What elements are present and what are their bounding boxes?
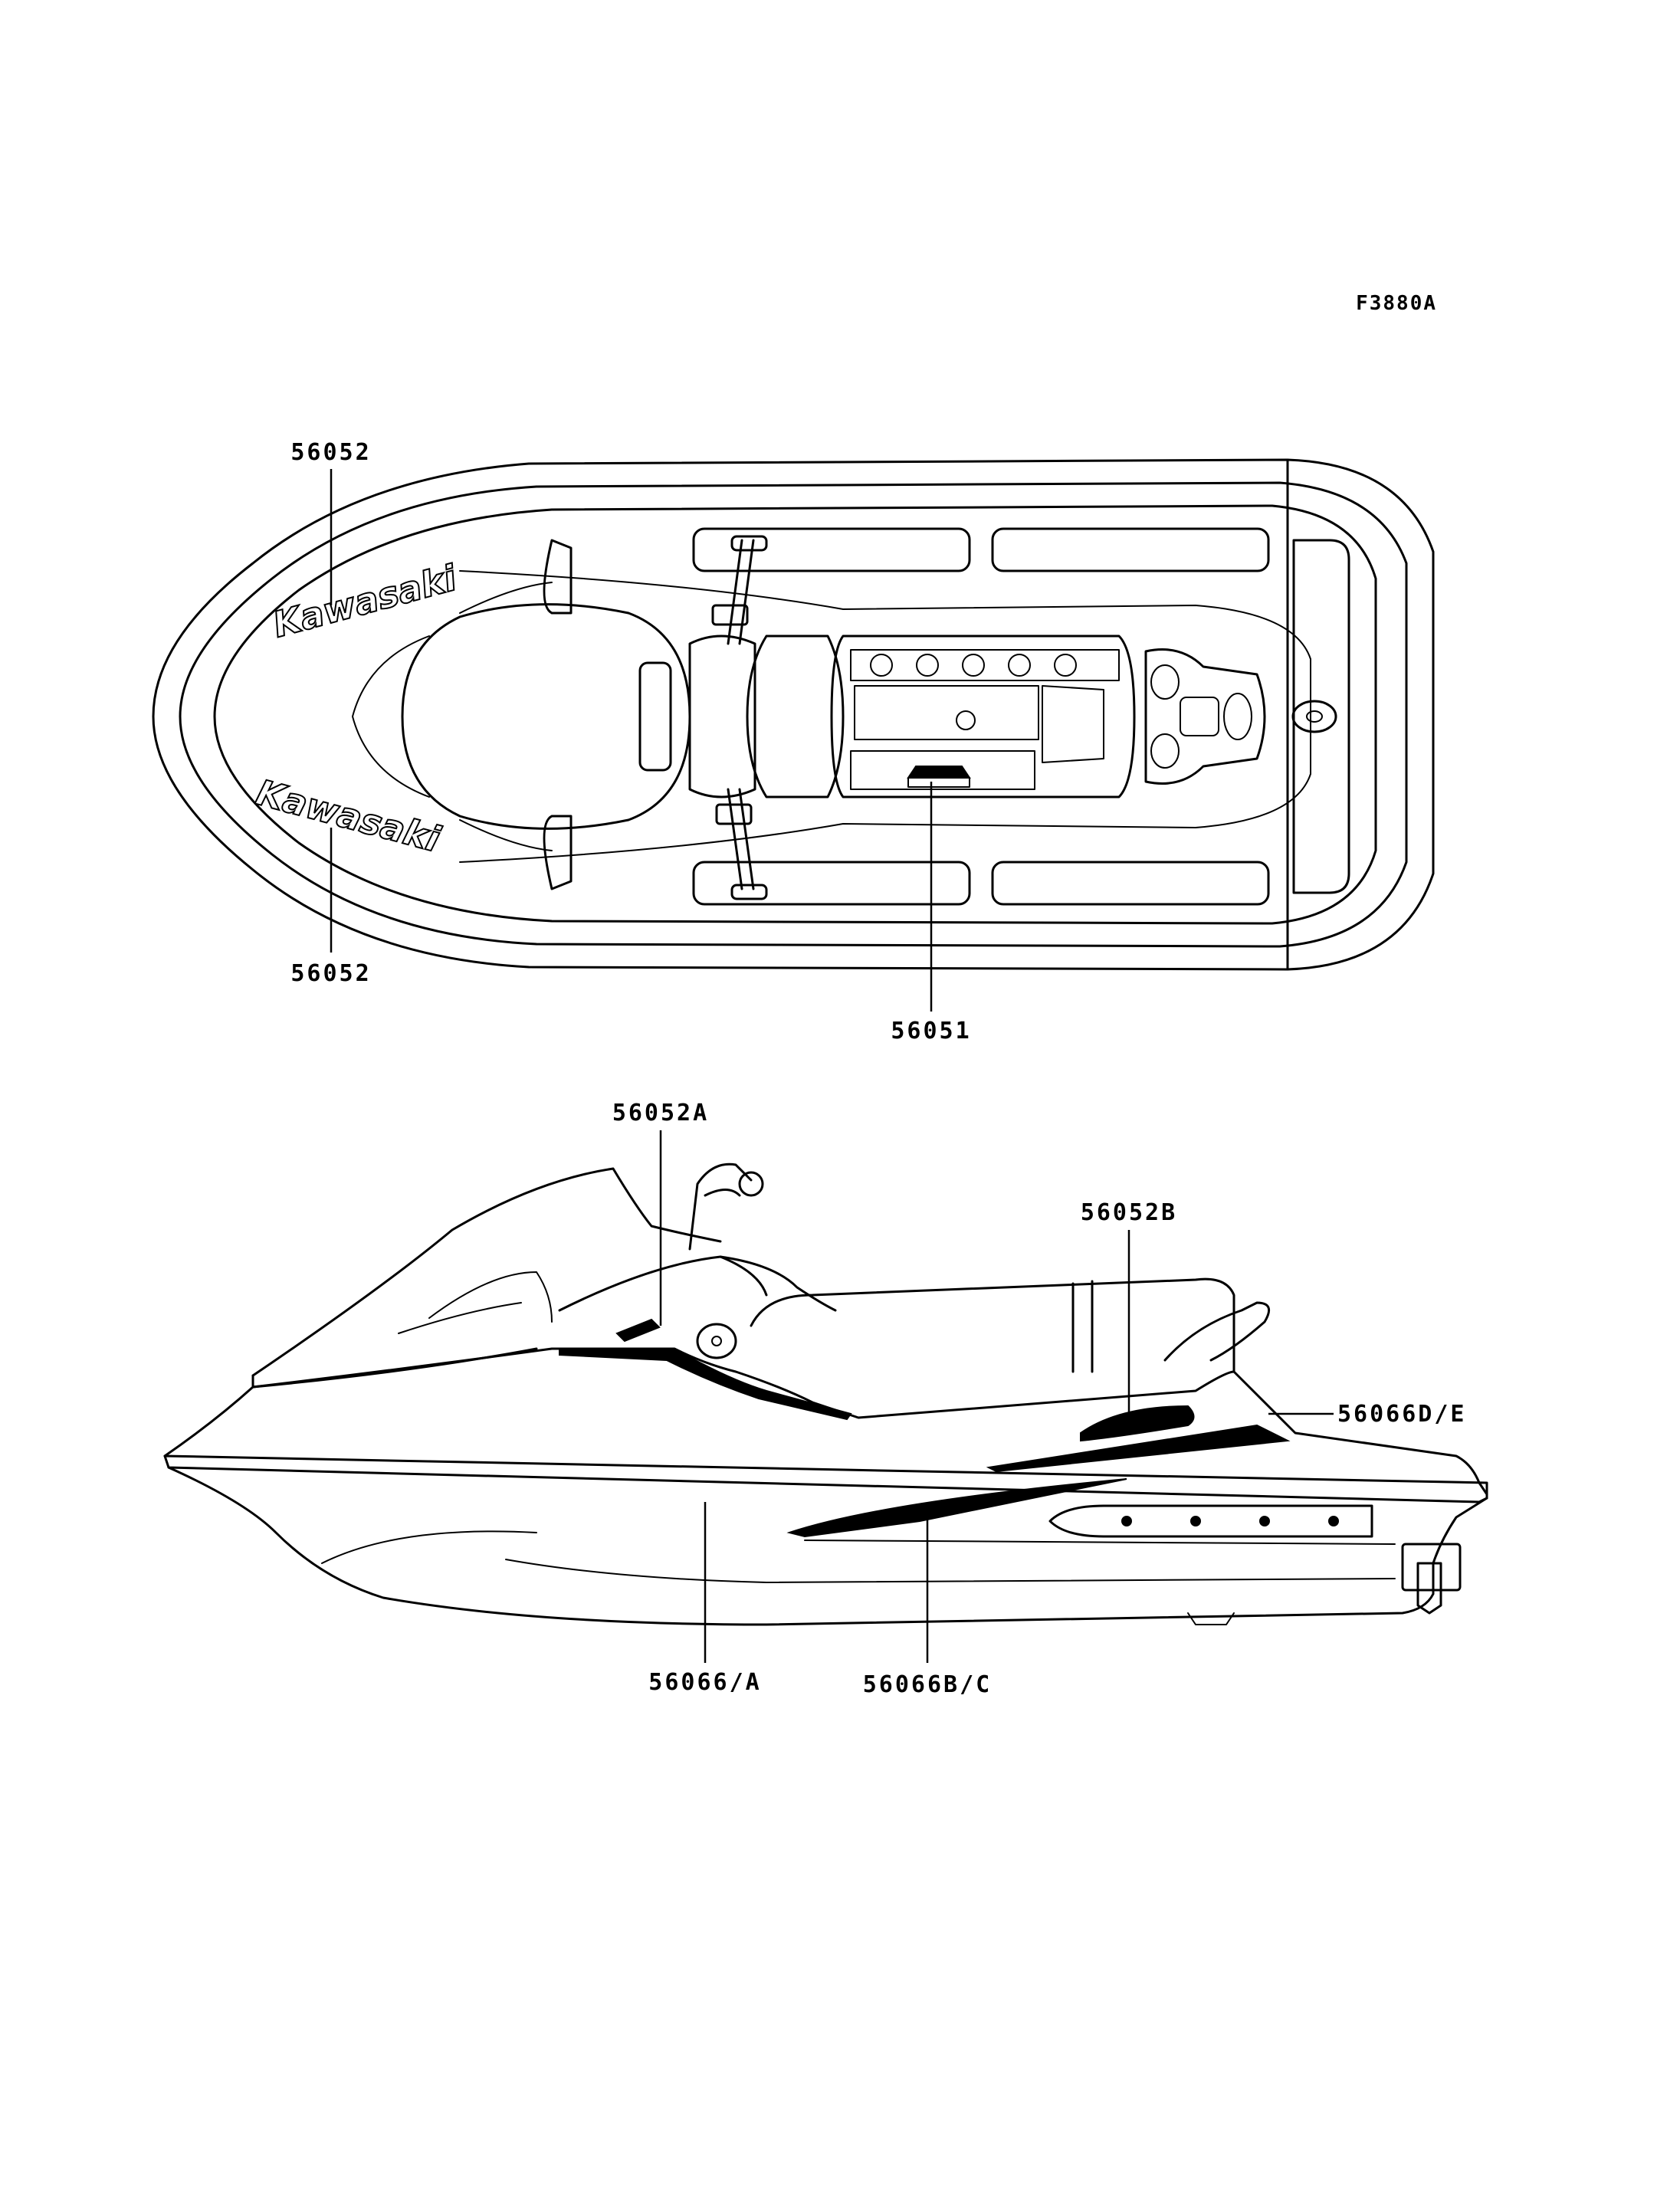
label-56066-A: 56066/A — [648, 1669, 761, 1696]
label-56052-lower: 56052 — [290, 960, 371, 987]
side-view-watercraft — [163, 1162, 1488, 1626]
decal-kawasaki-upper: Kawasaki — [269, 556, 462, 645]
label-56066D-E: 56066D/E — [1337, 1401, 1467, 1428]
label-56052B: 56052B — [1081, 1199, 1177, 1226]
label-56052-upper: 56052 — [290, 439, 371, 466]
decal-kawasaki-lower: Kawasaki — [252, 772, 445, 861]
label-56066B-C: 56066B/C — [863, 1671, 993, 1698]
label-56052A: 56052A — [612, 1100, 709, 1126]
top-view-watercraft: Kawasaki Kawasaki — [152, 458, 1435, 971]
drawing-code: F3880A — [1356, 292, 1437, 315]
label-56051: 56051 — [891, 1018, 971, 1044]
